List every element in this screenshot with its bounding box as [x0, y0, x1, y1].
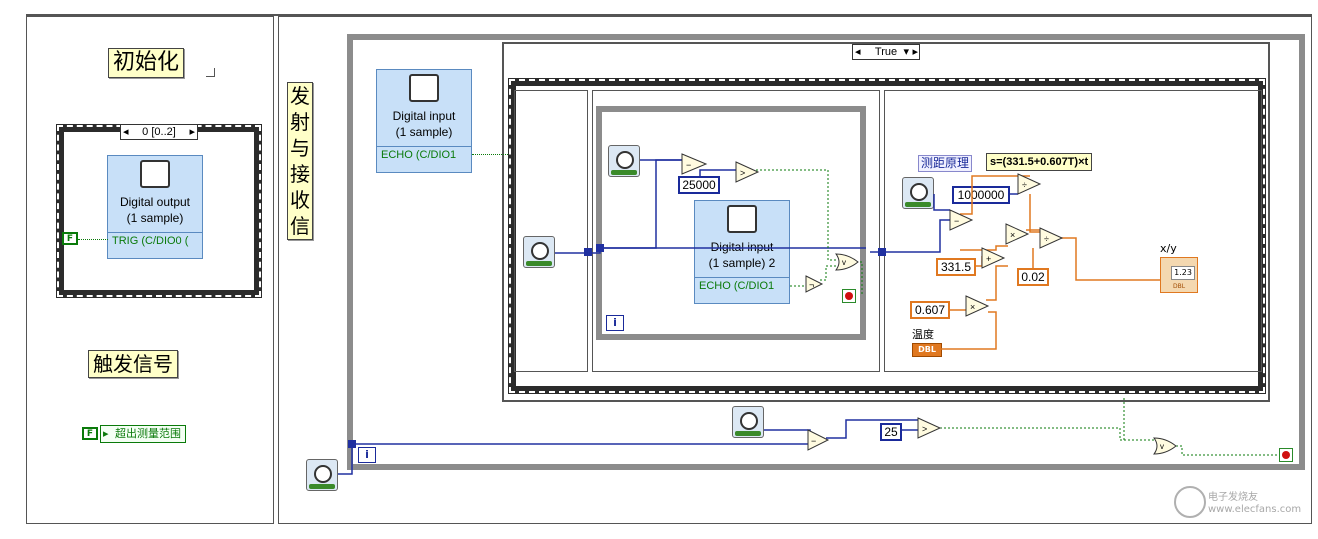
daq-assistant-icon [727, 205, 757, 233]
temperature-label: 温度 [912, 328, 934, 341]
const-25[interactable]: 25 [880, 423, 902, 441]
indicator-value: 1.23 [1171, 266, 1195, 280]
dbl-tag: DBL [918, 345, 936, 354]
case-selector-value: True [874, 46, 898, 58]
outer-stop-terminal[interactable] [1279, 448, 1293, 462]
svg-text:−: − [954, 216, 959, 226]
false-constant[interactable]: F [62, 232, 78, 245]
watermark-logo-icon [1174, 486, 1206, 518]
case-selector[interactable]: ◂ True ▾ ▸ [852, 44, 920, 60]
xy-label: x/y [1160, 242, 1177, 255]
svg-text:−: − [811, 436, 816, 446]
const-1000000[interactable]: 1000000 [952, 186, 1010, 204]
daq-assistant-icon [140, 160, 170, 188]
init-label: 初始化 [108, 48, 185, 78]
vertical-char: 信 [290, 214, 310, 238]
vertical-char: 射 [290, 110, 310, 134]
out-of-range-indicator[interactable]: ▸ 超出测量范围 [100, 425, 186, 443]
svg-text:>: > [922, 424, 927, 434]
seq-frame-1 [514, 90, 588, 372]
const-0-607[interactable]: 0.607 [910, 301, 950, 319]
timer-clock-icon [616, 151, 634, 169]
timer-clock-icon [314, 465, 332, 483]
out-of-range-text: 超出测量范围 [115, 427, 181, 440]
digital-input-2-title: Digital input (1 sample) 2 [708, 240, 776, 270]
formula-label: s=(331.5+0.607T)×t [986, 153, 1093, 171]
green-wire-trig [78, 239, 108, 240]
outer-loop-iteration: i [358, 447, 376, 463]
principle-label: 测距原理 [918, 155, 973, 172]
svg-text:÷: ÷ [1044, 234, 1049, 244]
digital-input-title: Digital input (1 sample) [392, 109, 456, 139]
outer-while-loop [347, 34, 1305, 470]
inner-while-loop [596, 106, 866, 340]
resize-handle-icon [206, 68, 215, 77]
svg-text:v: v [842, 258, 846, 267]
flat-sequence-frame [508, 78, 1266, 394]
vertical-char: 发 [290, 84, 310, 108]
const-331-5[interactable]: 331.5 [936, 258, 976, 276]
trigger-label: 触发信号 [88, 350, 178, 378]
echo-terminal-2[interactable]: ECHO (C/DIO1 [695, 277, 789, 295]
indicator-arrow-icon: ▸ [103, 427, 109, 440]
sequence-selector-value: 0 [0..2] [142, 126, 176, 138]
tick-count-timer[interactable] [306, 459, 338, 491]
echo-terminal[interactable]: ECHO (C/DIO1 [377, 146, 471, 164]
vertical-label: 发 射 与 接 收 信 [287, 82, 313, 240]
timer-clock-icon [531, 242, 549, 260]
watermark-text: 电子发烧友 www.elecfans.com [1208, 492, 1302, 515]
tick-count-timer[interactable] [523, 236, 555, 268]
top-border-line [26, 14, 1312, 16]
svg-text:¬: ¬ [809, 280, 814, 290]
digital-input-express-vi[interactable]: Digital input (1 sample) ECHO (C/DIO1 [376, 69, 472, 173]
timer-clock-icon [740, 412, 758, 430]
sequence-next-icon[interactable]: ▸ [189, 126, 195, 138]
timer-clock-icon [910, 183, 928, 201]
svg-text:>: > [740, 168, 745, 178]
digital-output-express-vi[interactable]: Digital output (1 sample) TRIG (C/DIO0 ( [107, 155, 203, 259]
case-prev-icon[interactable]: ◂ [855, 46, 861, 58]
digital-output-title: Digital output (1 sample) [119, 195, 191, 225]
svg-text:÷: ÷ [1022, 180, 1027, 190]
tick-count-timer[interactable] [902, 177, 934, 209]
sequence-selector[interactable]: ◂ 0 [0..2] ▸ [120, 124, 198, 140]
temperature-control[interactable]: DBL [912, 343, 942, 357]
svg-text:−: − [686, 160, 691, 170]
green-wire-echo [472, 154, 508, 155]
tick-count-timer[interactable] [732, 406, 764, 438]
const-25000[interactable]: 25000 [678, 176, 720, 194]
trig-terminal[interactable]: TRIG (C/DIO0 ( [108, 232, 202, 250]
seq-frame-3 [884, 90, 1262, 372]
seq-frame-2 [592, 90, 880, 372]
inner-stop-terminal[interactable] [842, 289, 856, 303]
digital-input-2-express-vi[interactable]: Digital input (1 sample) 2 ECHO (C/DIO1 [694, 200, 790, 304]
vertical-char: 收 [290, 188, 310, 212]
inner-loop-iteration: i [606, 315, 624, 331]
case-next-icon[interactable]: ▸ [912, 46, 918, 58]
tick-count-timer[interactable] [608, 145, 640, 177]
watermark: 电子发烧友 www.elecfans.com [1170, 482, 1310, 526]
vertical-char: 与 [290, 136, 310, 160]
indicator-dbl-tag: DBL [1173, 283, 1186, 290]
false-constant-2[interactable]: F [82, 427, 98, 440]
sequence-prev-icon[interactable]: ◂ [123, 126, 129, 138]
svg-text:×: × [1010, 230, 1015, 240]
svg-text:×: × [970, 302, 975, 312]
daq-assistant-icon [409, 74, 439, 102]
svg-text:+: + [986, 254, 991, 264]
const-0-02[interactable]: 0.02 [1017, 268, 1049, 286]
numeric-indicator[interactable]: 1.23 DBL [1160, 257, 1198, 293]
svg-text:v: v [1160, 442, 1164, 451]
case-dropdown-icon[interactable]: ▾ [903, 46, 909, 58]
vertical-char: 接 [290, 162, 310, 186]
